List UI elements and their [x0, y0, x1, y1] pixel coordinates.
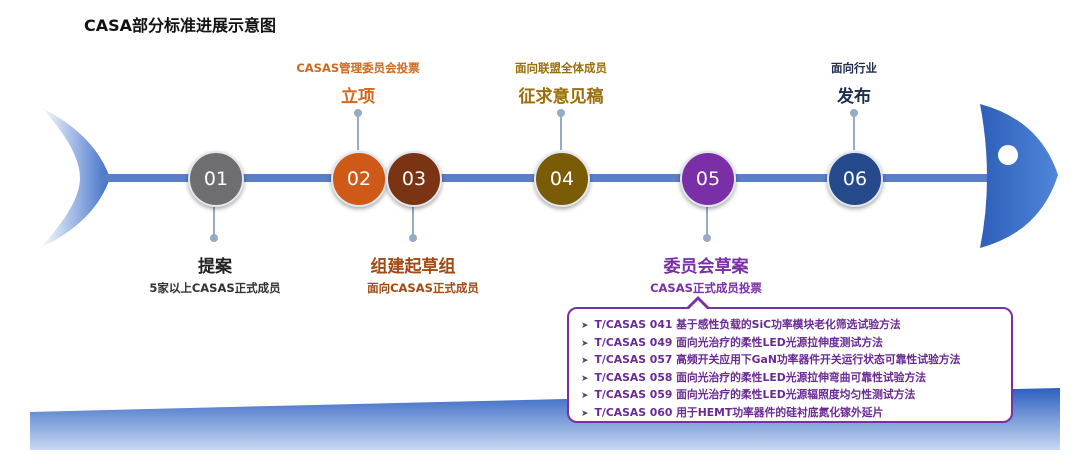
- stem-03: [412, 204, 414, 238]
- arrow-bullet-icon: ➤: [581, 356, 589, 367]
- step-05-sub: CASAS正式成员投票: [650, 281, 762, 295]
- document-list: ➤T/CASAS 041 基于感性负载的SiC功率模块老化筛选试验方法 ➤T/C…: [567, 307, 1013, 423]
- step-01-sub: 5家以上CASAS正式成员: [149, 281, 281, 295]
- stem-02: [357, 114, 359, 150]
- step-node-06: 06: [827, 151, 883, 207]
- step-06-sub: 面向行业: [831, 61, 877, 75]
- step-node-01: 01: [188, 151, 244, 207]
- step-05-title: 委员会草案: [663, 257, 749, 277]
- doc-box-pointer-inner: [689, 300, 707, 309]
- stem-dot-05: [703, 234, 711, 242]
- step-node-05: 05: [680, 151, 736, 207]
- stem-dot-02: [354, 109, 362, 117]
- stem-dot-04: [557, 109, 565, 117]
- step-04-title: 征求意见稿: [518, 87, 604, 107]
- list-item: ➤T/CASAS 058 面向光治疗的柔性LED光源拉伸弯曲可靠性试验方法: [581, 370, 927, 384]
- arrow-bullet-icon: ➤: [581, 321, 589, 331]
- step-06-title: 发布: [837, 87, 871, 107]
- step-04-sub: 面向联盟全体成员: [515, 61, 607, 75]
- step-node-02: 02: [331, 151, 387, 207]
- step-03-sub: 面向CASAS正式成员: [367, 281, 479, 295]
- stem-04: [560, 114, 562, 150]
- fish-eye: [998, 145, 1018, 165]
- arrow-bullet-icon: ➤: [581, 338, 589, 349]
- list-item: ➤T/CASAS 041 基于感性负载的SiC功率模块老化筛选试验方法: [581, 318, 901, 331]
- stem-dot-01: [210, 234, 218, 242]
- list-item: ➤T/CASAS 057 高频开关应用下GaN功率器件开关运行状态可靠性试验方法: [581, 353, 961, 367]
- fish-tail: [40, 108, 110, 248]
- list-item: ➤T/CASAS 059 面向光治疗的柔性LED光源辐照度均匀性测试方法: [581, 388, 916, 402]
- page-title: CASA部分标准进展示意图: [84, 16, 277, 35]
- step-02-sub: CASAS管理委员会投票: [296, 61, 420, 75]
- step-02-title: 立项: [341, 87, 375, 107]
- arrow-bullet-icon: ➤: [581, 373, 589, 384]
- stem-01: [213, 204, 215, 238]
- step-node-03: 03: [386, 151, 442, 207]
- arrow-bullet-icon: ➤: [581, 391, 589, 402]
- stem-dot-03: [409, 234, 417, 242]
- list-item: ➤T/CASAS 060 用于HEMT功率器件的硅衬底氮化镓外延片: [581, 405, 884, 419]
- fish-head: [980, 104, 1058, 248]
- stem-05: [706, 204, 708, 238]
- stem-06: [853, 114, 855, 150]
- arrow-bullet-icon: ➤: [581, 408, 589, 419]
- stem-dot-06: [850, 109, 858, 117]
- list-item: ➤T/CASAS 049 面向光治疗的柔性LED光源拉伸度测试方法: [581, 335, 883, 349]
- step-03-title: 组建起草组: [370, 257, 456, 277]
- step-node-04: 04: [534, 151, 590, 207]
- step-01-title: 提案: [198, 257, 232, 277]
